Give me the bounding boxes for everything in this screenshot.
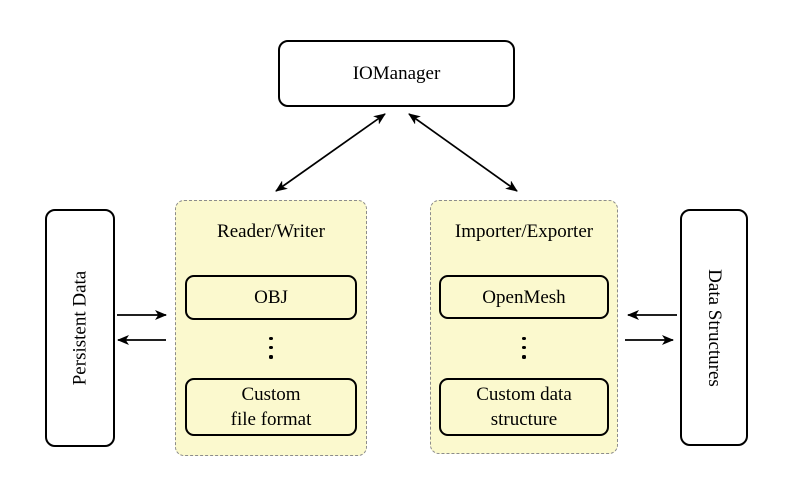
arrow-iomanager-importerexporter [408,113,518,192]
node-custom-file-format-label-line2: file format [230,409,312,430]
node-persistent-data: Persistent Data [45,209,115,447]
group-importer-exporter-title: Importer/Exporter [454,221,594,242]
node-openmesh-label: OpenMesh [482,286,566,308]
group-importer-exporter: Importer/Exporter OpenMesh Custom data s… [430,200,618,454]
node-iomanager-label: IOManager [352,62,441,84]
group-reader-writer-title: Reader/Writer [217,221,325,242]
node-custom-data-structure-label-line2: structure [490,409,558,430]
node-custom-file-format: Custom file format [185,378,357,436]
node-data-structures: Data Structures [680,209,748,446]
node-data-structures-label: Data Structures [704,268,725,387]
group-reader-writer: Reader/Writer OBJ Custom file format [175,200,367,456]
arrow-iomanager-readerwriter [275,113,386,192]
node-custom-data-structure-label-line1: Custom data [476,384,572,405]
node-obj-label: OBJ [254,287,288,308]
node-openmesh: OpenMesh [439,275,609,319]
node-obj: OBJ [185,275,357,320]
node-persistent-data-label: Persistent Data [69,270,91,386]
node-custom-file-format-label-line1: Custom [241,384,301,405]
node-custom-data-structure: Custom data structure [439,378,609,436]
vertical-ellipsis-icon [176,337,366,359]
vertical-ellipsis-icon [431,337,617,359]
node-iomanager: IOManager [278,40,515,107]
